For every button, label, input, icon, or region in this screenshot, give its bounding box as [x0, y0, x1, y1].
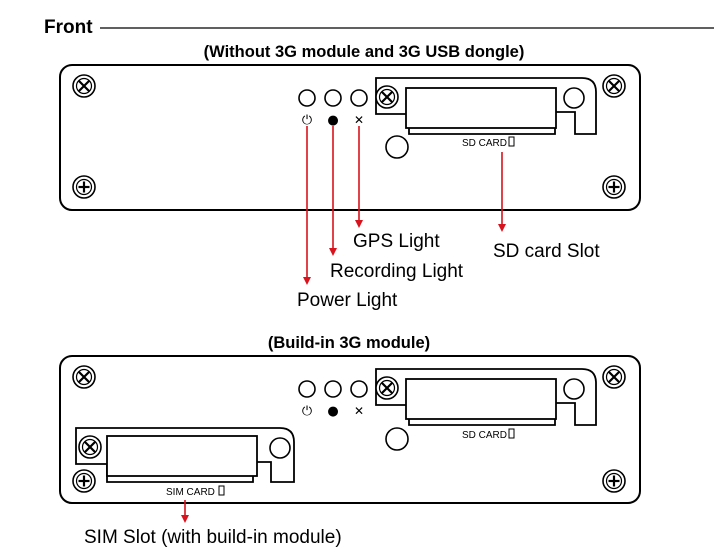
sd-card-label: SD CARD — [462, 430, 507, 441]
sd-card-glyph-icon — [508, 136, 515, 147]
power-symbol-icon: ⏻ — [302, 404, 312, 419]
recording-led-icon — [324, 380, 342, 398]
recording-light-label: Recording Light — [330, 261, 464, 282]
bracket-screw-icon — [374, 84, 400, 110]
gps-led-icon — [350, 380, 368, 398]
reset-hole-icon — [385, 427, 409, 451]
bracket-knob-icon — [269, 437, 291, 459]
screw-icon — [601, 73, 627, 99]
screw-icon — [71, 73, 97, 99]
screw-icon — [601, 174, 627, 200]
recording-symbol-icon: ● — [327, 113, 338, 128]
bracket-knob-icon — [563, 378, 585, 400]
gps-symbol-icon: ✕ — [354, 404, 364, 418]
recording-led-icon — [324, 89, 342, 107]
gps-led-icon — [350, 89, 368, 107]
screw-icon — [71, 174, 97, 200]
sd-card-slot — [405, 378, 557, 420]
sd-slot-label: SD card Slot — [493, 241, 600, 262]
bracket-screw-icon — [374, 375, 400, 401]
recording-symbol-icon: ● — [327, 404, 338, 419]
sim-card-label: SIM CARD — [166, 487, 215, 498]
screw-icon — [601, 468, 627, 494]
sim-card-slot — [106, 435, 258, 477]
sd-card-slot — [405, 87, 557, 129]
screw-icon — [601, 364, 627, 390]
power-symbol-icon: ⏻ — [302, 113, 312, 128]
screw-icon — [71, 468, 97, 494]
power-led-icon — [298, 89, 316, 107]
gps-light-label: GPS Light — [353, 231, 440, 252]
section-title: Front — [44, 17, 93, 38]
screw-icon — [71, 364, 97, 390]
bracket-screw-icon — [77, 434, 103, 460]
top-panel-caption: (Without 3G module and 3G USB dongle) — [204, 43, 525, 61]
reset-hole-icon — [385, 135, 409, 159]
sd-card-label: SD CARD — [462, 138, 507, 149]
bracket-knob-icon — [563, 87, 585, 109]
gps-symbol-icon: ✕ — [354, 113, 364, 127]
sim-slot-label: SIM Slot (with build-in module) — [84, 527, 342, 548]
sd-card-glyph-icon — [508, 428, 515, 439]
bottom-panel-caption: (Build-in 3G module) — [268, 334, 430, 352]
sim-card-glyph-icon — [218, 485, 225, 496]
power-led-icon — [298, 380, 316, 398]
power-light-label: Power Light — [297, 290, 398, 311]
